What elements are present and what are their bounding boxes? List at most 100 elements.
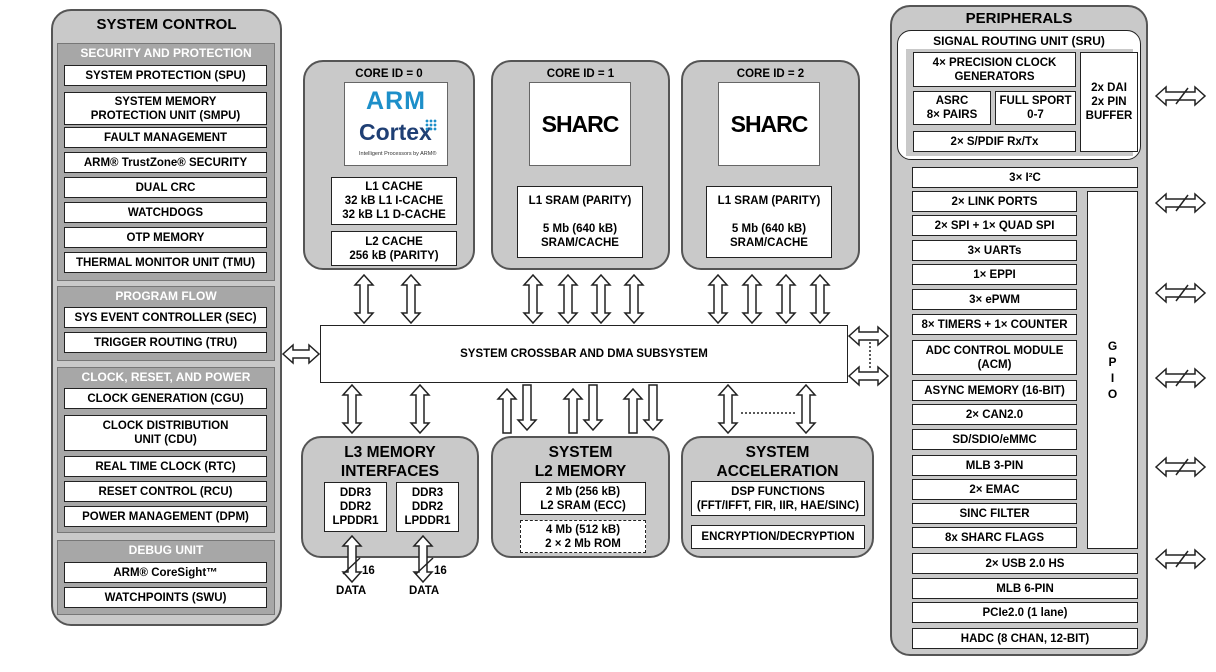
core0-bus-arrow-1 — [353, 273, 375, 325]
sharc-flags-block: 8x SHARC FLAGS — [912, 527, 1077, 548]
core-2-title: CORE ID = 2 — [736, 68, 805, 80]
system-acceleration-title: SYSTEM ACCELERATION — [716, 444, 839, 480]
gpio-letter-g: G — [1107, 339, 1118, 353]
external-pin-arrow-5 — [1154, 456, 1207, 478]
security-heading: SECURITY AND PROTECTION — [80, 46, 252, 60]
link-ports-block: 2× LINK PORTS — [912, 191, 1077, 212]
mlb-6pin-block: MLB 6-PIN — [912, 578, 1138, 599]
core1-bus-arrow-4 — [623, 273, 645, 325]
usb-block: 2× USB 2.0 HS — [912, 553, 1138, 574]
gpio-letter-i: I — [1110, 371, 1115, 385]
external-pin-arrow-2 — [1154, 192, 1207, 214]
cgu-block: CLOCK GENERATION (CGU) — [64, 388, 267, 409]
accel-bus-arrow-2 — [795, 383, 817, 435]
timers-block: 8× TIMERS + 1× COUNTER — [912, 314, 1077, 335]
hadc-block: HADC (8 CHAN, 12-BIT) — [912, 628, 1138, 649]
system-crossbar: SYSTEM CROSSBAR AND DMA SUBSYSTEM — [320, 325, 848, 383]
tmu-block: THERMAL MONITOR UNIT (TMU) — [64, 252, 267, 273]
bus-width-label-1: 16 — [362, 565, 375, 577]
clock-heading: CLOCK, RESET, AND POWER — [81, 370, 251, 384]
sharc-logo-1: SHARC — [529, 82, 631, 166]
external-pin-slash-5 — [1175, 458, 1189, 476]
eppi-block: 1× EPPI — [912, 264, 1077, 285]
external-pin-slash-2 — [1175, 194, 1189, 212]
trustzone-block: ARM® TrustZone® SECURITY — [64, 152, 267, 173]
spu-block: SYSTEM PROTECTION (SPU) — [64, 65, 267, 86]
core-1-title: CORE ID = 1 — [546, 68, 615, 80]
ddr-interface-1: DDR3 DDR2 LPDDR1 — [324, 482, 387, 532]
swu-block: WATCHPOINTS (SWU) — [64, 587, 267, 608]
pcie-block: PCIe2.0 (1 lane) — [912, 602, 1138, 623]
external-pin-arrow-6 — [1154, 548, 1207, 570]
l2-bus-arrow-up-2 — [562, 387, 584, 434]
asrc-block: ASRC 8× PAIRS — [913, 91, 991, 125]
l2-sram-block: 2 Mb (256 kB) L2 SRAM (ECC) — [520, 482, 646, 515]
data-label-1: DATA — [336, 585, 367, 597]
sharc-logo-text-2: SHARC — [730, 111, 809, 137]
gpio-letter-o: O — [1107, 387, 1118, 401]
dual-crc-block: DUAL CRC — [64, 177, 267, 198]
accel-bus-arrow-1 — [717, 383, 739, 435]
arm-cortex-logo: ARM Cortex Intelligent Processors by ARM… — [344, 82, 448, 166]
sec-block: SYS EVENT CONTROLLER (SEC) — [64, 307, 267, 328]
core1-bus-arrow-3 — [590, 273, 612, 325]
l3-bus-arrow-1 — [341, 383, 363, 435]
cdu-block: CLOCK DISTRIBUTION UNIT (CDU) — [64, 415, 267, 451]
core-1-l1-sram: L1 SRAM (PARITY) 5 Mb (640 kB) SRAM/CACH… — [517, 186, 643, 258]
l2-rom-block: 4 Mb (512 kB) 2 × 2 Mb ROM — [520, 520, 646, 553]
l2-bus-arrow-up-1 — [496, 387, 518, 434]
core-0-title: CORE ID = 0 — [355, 68, 423, 80]
cortex-dots-icon — [425, 119, 437, 131]
acm-block: ADC CONTROL MODULE (ACM) — [912, 340, 1077, 375]
l3-memory-title: L3 MEMORY INTERFACES — [340, 444, 440, 480]
l2-memory-title: SYSTEM L2 MEMORY — [534, 444, 627, 480]
core1-bus-arrow-2 — [557, 273, 579, 325]
fault-management-block: FAULT MANAGEMENT — [64, 127, 267, 148]
sdio-block: SD/SDIO/eMMC — [912, 429, 1077, 450]
peripherals-title: PERIPHERALS — [965, 10, 1073, 27]
l2-bus-arrow-down-1 — [516, 384, 538, 432]
async-memory-block: ASYNC MEMORY (16-BIT) — [912, 380, 1077, 401]
rtc-block: REAL TIME CLOCK (RTC) — [64, 456, 267, 477]
mlb-3pin-block: MLB 3-PIN — [912, 455, 1077, 476]
spi-block: 2× SPI + 1× QUAD SPI — [912, 215, 1077, 236]
precision-clock-block: 4× PRECISION CLOCK GENERATORS — [913, 52, 1076, 87]
external-pin-arrow-3 — [1154, 282, 1207, 304]
core2-bus-arrow-1 — [707, 273, 729, 325]
data-label-2: DATA — [409, 585, 440, 597]
watchdogs-block: WATCHDOGS — [64, 202, 267, 223]
bus-slash-2 — [415, 557, 434, 575]
l2-bus-arrow-down-3 — [642, 384, 664, 432]
core2-bus-arrow-4 — [809, 273, 831, 325]
sinc-filter-block: SINC FILTER — [912, 503, 1077, 524]
dpm-block: POWER MANAGEMENT (DPM) — [64, 506, 267, 527]
smpu-block: SYSTEM MEMORY PROTECTION UNIT (SMPU) — [64, 92, 267, 125]
core2-bus-arrow-2 — [741, 273, 763, 325]
core0-bus-arrow-2 — [400, 273, 422, 325]
core2-bus-arrow-3 — [775, 273, 797, 325]
spdif-block: 2× S/PDIF Rx/Tx — [913, 131, 1076, 152]
external-pin-slash-6 — [1175, 550, 1189, 568]
sru-title: SIGNAL ROUTING UNIT (SRU) — [933, 34, 1105, 48]
i2c-block: 3× I²C — [912, 167, 1138, 188]
core-2-l1-sram: L1 SRAM (PARITY) 5 Mb (640 kB) SRAM/CACH… — [706, 186, 832, 258]
core-0-l2-cache: L2 CACHE 256 kB (PARITY) — [331, 231, 457, 266]
program-flow-heading: PROGRAM FLOW — [115, 289, 217, 303]
full-sport-block: FULL SPORT 0-7 — [995, 91, 1076, 125]
system-control-bus-arrow — [281, 343, 321, 365]
gpio-block: G P I O — [1087, 191, 1138, 549]
bus-slash-1 — [342, 557, 361, 575]
sharc-logo-2: SHARC — [718, 82, 820, 166]
core-0-l1-cache: L1 CACHE 32 kB L1 I-CACHE 32 kB L1 D-CAC… — [331, 177, 457, 225]
bus-width-label-2: 16 — [434, 565, 447, 577]
dai-pin-buffer-block: 2x DAI 2x PIN BUFFER — [1080, 52, 1138, 152]
debug-heading: DEBUG UNIT — [128, 543, 204, 557]
uarts-block: 3× UARTs — [912, 240, 1077, 261]
system-control-title: SYSTEM CONTROL — [96, 16, 237, 33]
coresight-block: ARM® CoreSight™ — [64, 562, 267, 583]
sharc-logo-text-1: SHARC — [541, 111, 620, 137]
cortex-logo-text: Cortex — [359, 119, 432, 145]
cortex-tagline: Intelligent Processors by ARM® — [359, 151, 437, 157]
external-pin-slash-4 — [1175, 369, 1189, 387]
external-pin-arrow-4 — [1154, 367, 1207, 389]
